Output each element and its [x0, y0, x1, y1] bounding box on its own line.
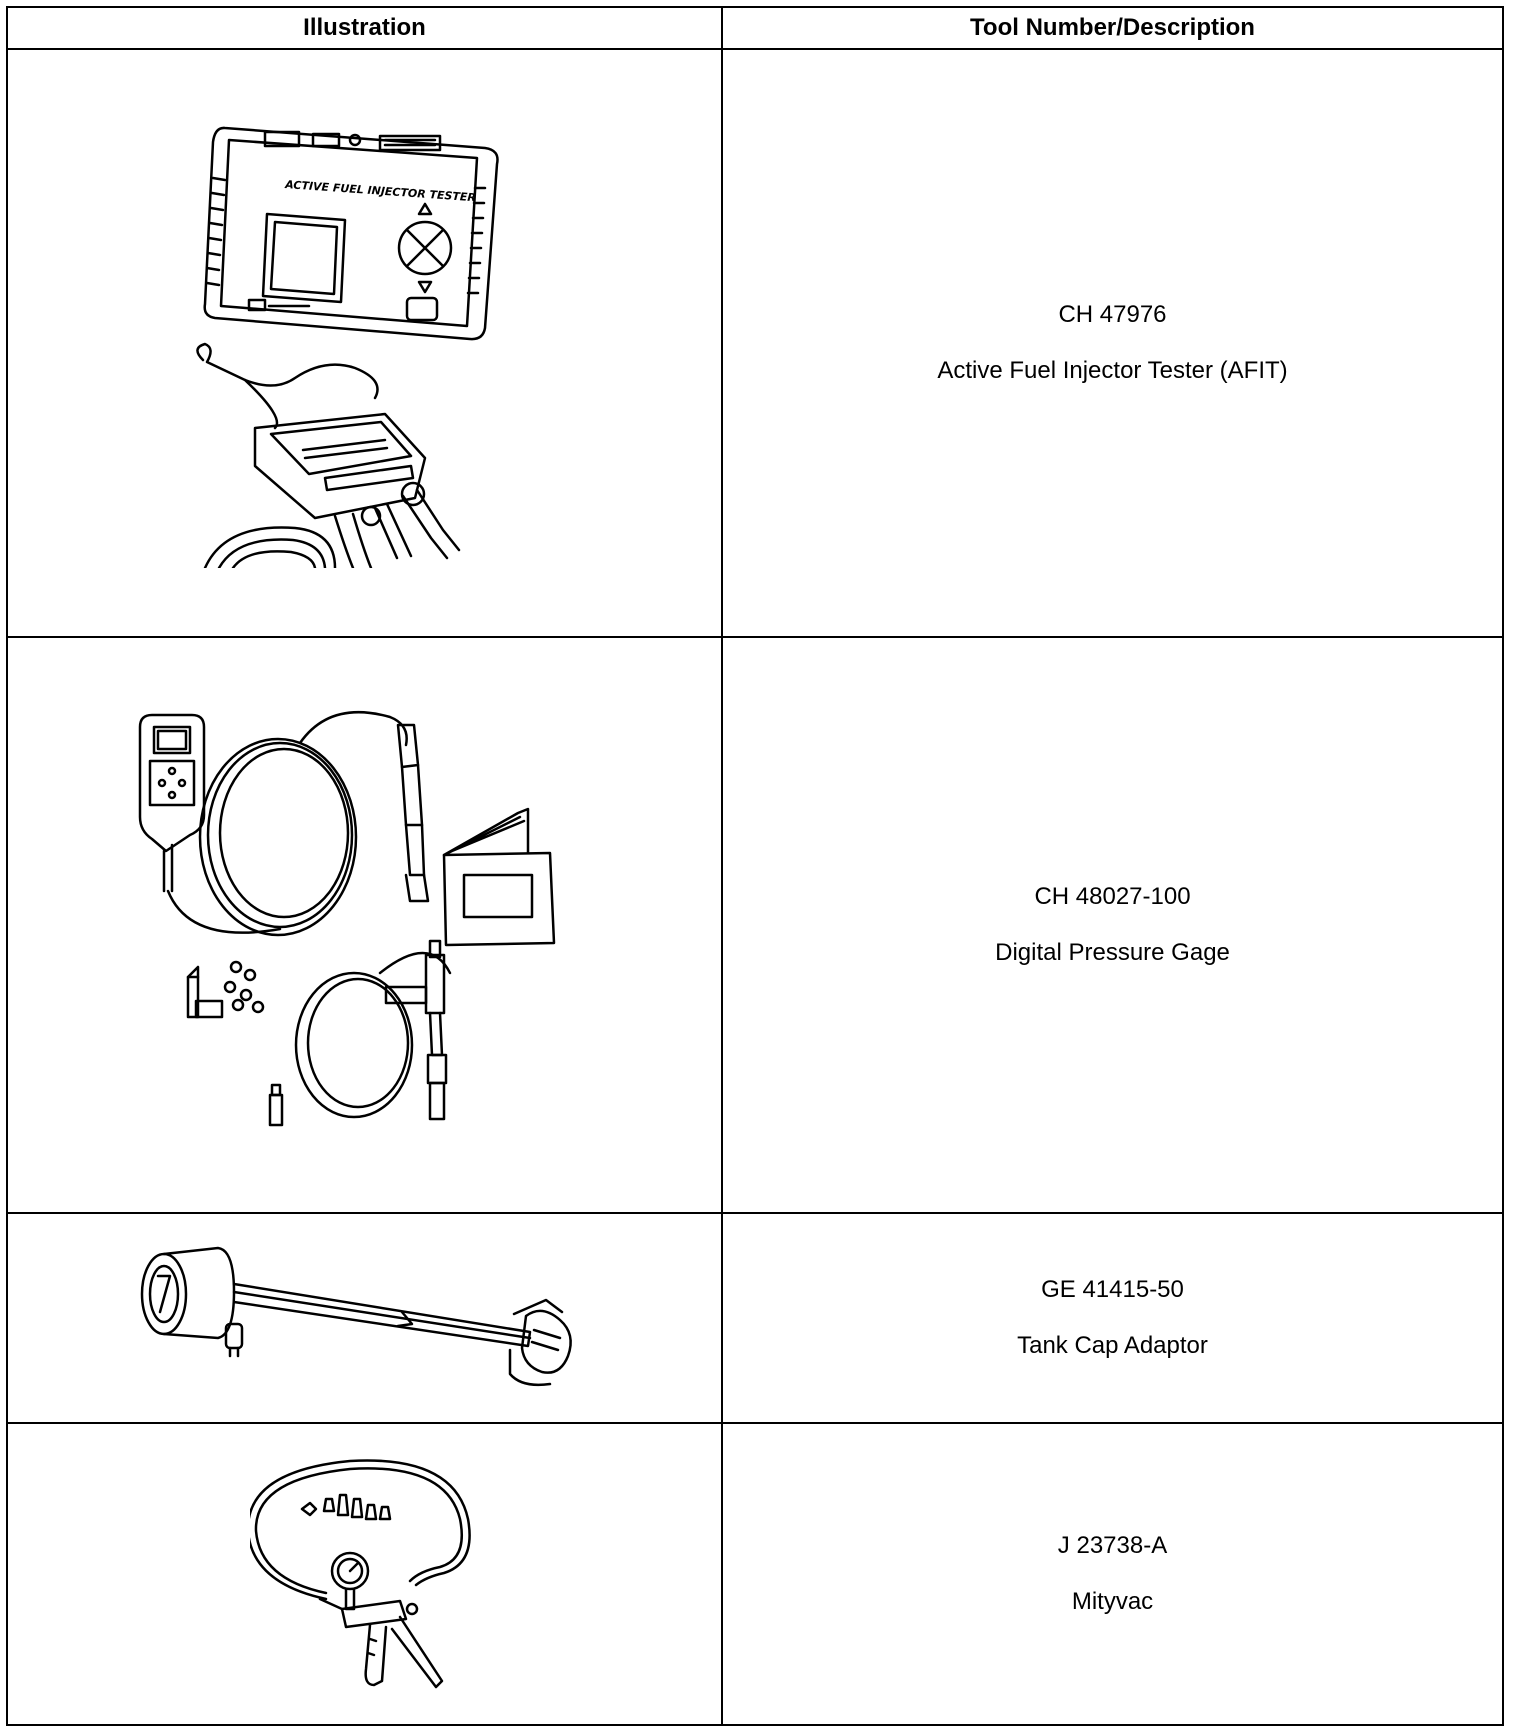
table-row: CH 48027-100 Digital Pressure Gage [8, 636, 1502, 1214]
table-row: GE 41415-50 Tank Cap Adaptor [8, 1211, 1502, 1425]
tool-description-cell: GE 41415-50 Tank Cap Adaptor [721, 1211, 1502, 1425]
special-tools-table: Illustration Tool Number/Description ACT… [8, 8, 1502, 1724]
digital-pressure-gage-illustration [138, 710, 555, 1127]
tank-cap-adaptor-illustration [140, 1246, 572, 1387]
table-row: J 23738-A Mityvac [8, 1422, 1502, 1724]
table-header-row: Illustration Tool Number/Description [8, 8, 1502, 50]
tool-number: GE 41415-50 [1041, 1275, 1184, 1303]
header-illustration: Illustration [8, 8, 723, 50]
tool-description: Digital Pressure Gage [995, 938, 1230, 966]
tool-number: J 23738-A [1057, 1532, 1168, 1560]
illustration-cell [8, 1211, 723, 1425]
illustration-cell: ACTIVE FUEL INJECTOR TESTER [8, 47, 723, 639]
tool-description: Active Fuel Injector Tester (AFIT) [937, 357, 1288, 385]
table-row: ACTIVE FUEL INJECTOR TESTER [8, 47, 1502, 639]
mityvac-illustration [249, 1459, 471, 1689]
tool-number: CH 48027-100 [1034, 882, 1191, 910]
illustration-cell [8, 636, 723, 1214]
afit-illustration: ACTIVE FUEL INJECTOR TESTER [195, 126, 499, 569]
tool-description: Tank Cap Adaptor [1017, 1331, 1208, 1359]
tool-description-cell: CH 47976 Active Fuel Injector Tester (AF… [721, 47, 1502, 639]
tool-description-cell: J 23738-A Mityvac [721, 1422, 1502, 1724]
tool-description: Mityvac [1071, 1588, 1154, 1616]
special-tools-table-frame: Illustration Tool Number/Description ACT… [6, 6, 1504, 1726]
header-tool-number-description: Tool Number/Description [721, 8, 1502, 50]
illustration-cell [8, 1422, 723, 1724]
tool-number: CH 47976 [1058, 301, 1167, 329]
afit-logo-text: ACTIVE FUEL INJECTOR TESTER [283, 178, 476, 204]
tool-description-cell: CH 48027-100 Digital Pressure Gage [721, 636, 1502, 1214]
